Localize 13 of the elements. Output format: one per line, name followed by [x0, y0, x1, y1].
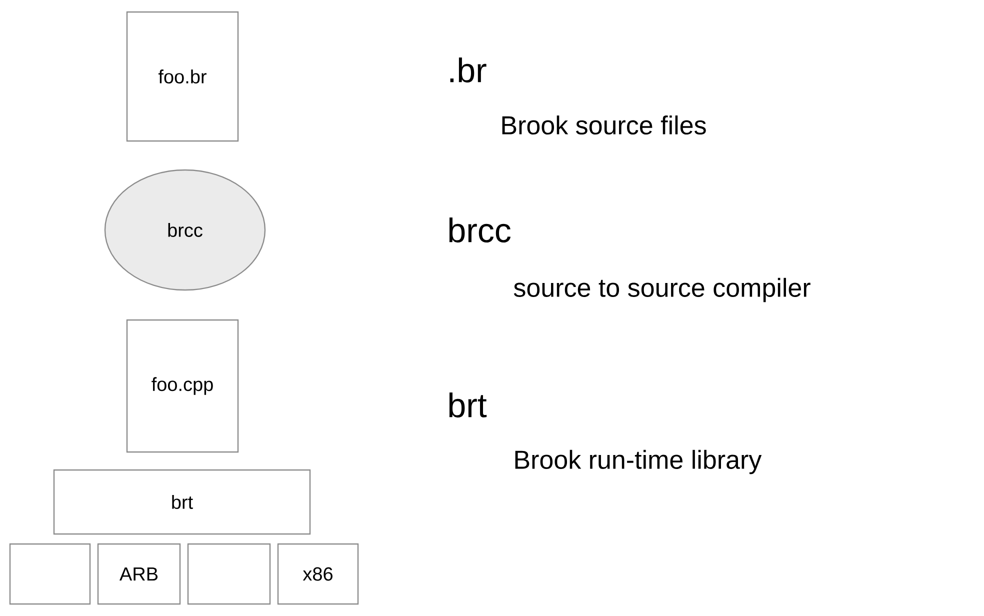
term-description: source to source compiler [514, 278, 810, 302]
term-heading: brcc [449, 218, 511, 242]
backend-box [187, 543, 271, 605]
term-description: Brook run-time library [515, 450, 762, 474]
term-description: Brook source files [502, 115, 706, 135]
file-box: foo.cpp [126, 319, 239, 453]
file-box: foo.br [126, 11, 239, 142]
library-box: brt [53, 469, 311, 535]
term-heading: .br [450, 58, 486, 82]
term-heading: brt [449, 392, 487, 418]
backend-box: ARB [97, 543, 181, 605]
backend-box [9, 543, 91, 605]
backend-box: x86 [277, 543, 359, 605]
